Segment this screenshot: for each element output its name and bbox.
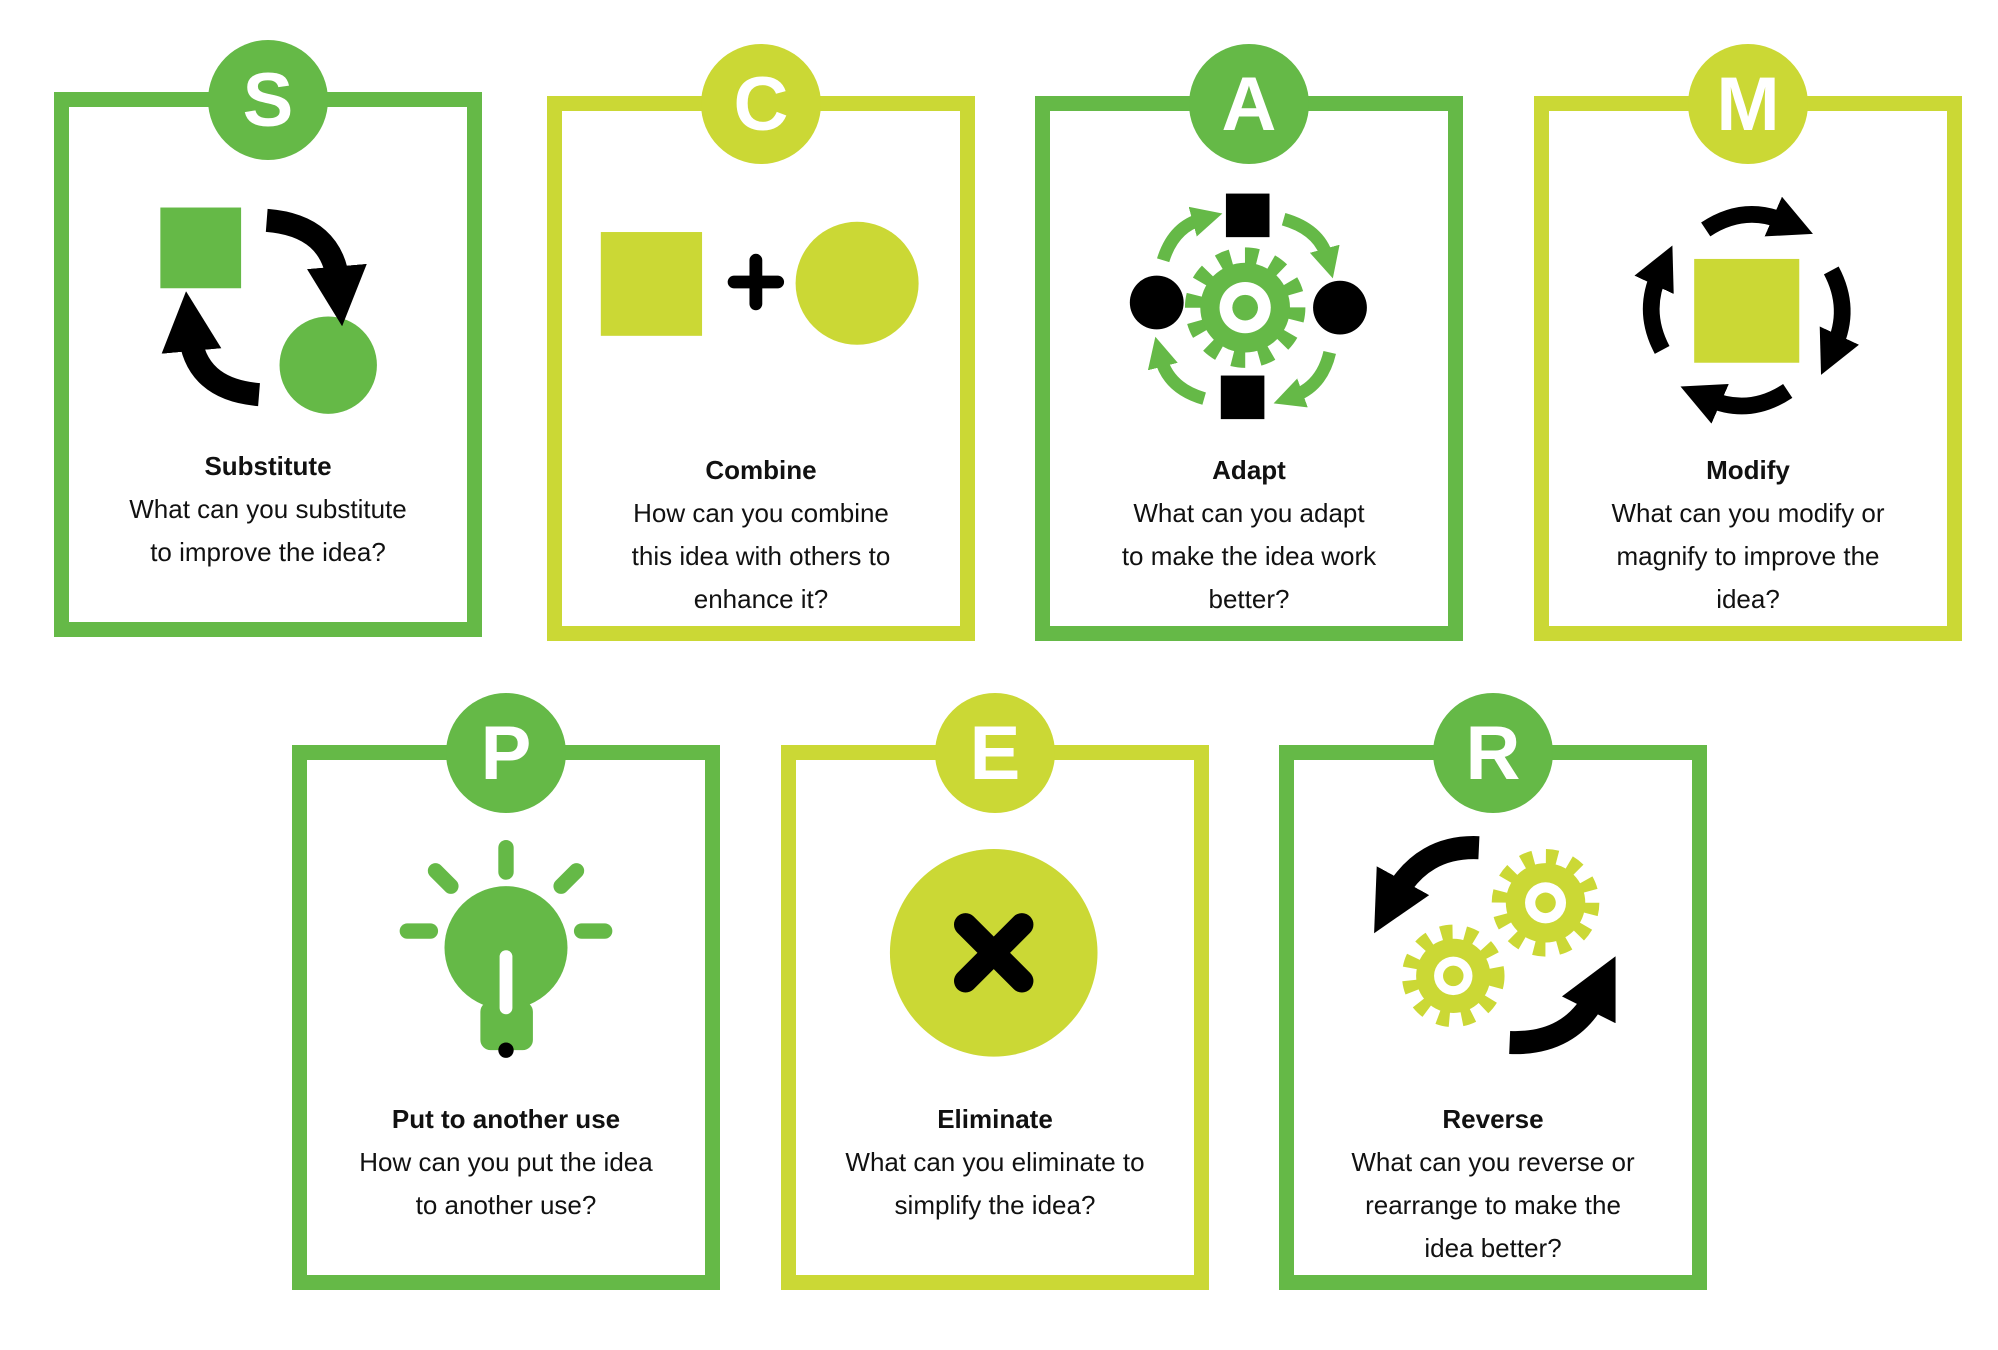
letter-badge: P	[446, 693, 566, 813]
card-modify: M Modify What can you modify or magnify …	[1534, 44, 1962, 641]
card-description: enhance it?	[693, 584, 829, 614]
square-plus-circle-icon	[600, 221, 919, 345]
card-eliminate: E Eliminate What can you eliminate to si…	[781, 693, 1209, 1290]
card-adapt: A Adapt What can you adapt to make the i…	[1035, 44, 1463, 641]
x-circle-icon	[889, 848, 1098, 1057]
card-description: What can you eliminate to	[845, 1147, 1145, 1177]
reverse-gears-icon	[1374, 836, 1616, 1055]
card-description: What can you modify or	[1611, 498, 1885, 528]
card-description: idea better?	[1424, 1233, 1562, 1263]
card-put-to-another-use: P Put to another use How can you put the…	[292, 693, 720, 1290]
card-description: to another use?	[415, 1190, 597, 1220]
letter-badge: S	[208, 40, 328, 160]
lightbulb-icon	[399, 840, 613, 1058]
letter-badge: A	[1189, 44, 1309, 164]
card-title: Adapt	[1212, 455, 1286, 485]
shape-swap-icon	[160, 207, 377, 414]
card-description: How can you combine	[633, 498, 889, 528]
card-description: idea?	[1716, 584, 1780, 614]
card-description: simplify the idea?	[894, 1190, 1096, 1220]
letter-badge: M	[1688, 44, 1808, 164]
card-description: What can you substitute	[129, 494, 407, 524]
gear-cycle-icon	[1129, 193, 1367, 420]
letter-badge: R	[1433, 693, 1553, 813]
card-description: this idea with others to	[631, 541, 891, 571]
card-description: rearrange to make the	[1365, 1190, 1621, 1220]
card-substitute: S Substitute What can you substitute to …	[54, 40, 482, 637]
card-title: Reverse	[1442, 1104, 1544, 1134]
card-description: magnify to improve the	[1616, 541, 1880, 571]
card-description: What can you adapt	[1133, 498, 1365, 528]
card-description: better?	[1208, 584, 1290, 614]
card-description: to improve the idea?	[150, 537, 386, 567]
card-title: Substitute	[204, 451, 332, 481]
card-title: Eliminate	[937, 1104, 1053, 1134]
square-rotate-icon	[1634, 196, 1859, 424]
card-reverse: R Reverse What can you reverse or rearra…	[1279, 693, 1707, 1290]
card-description: to make the idea work	[1121, 541, 1377, 571]
card-title: Modify	[1706, 455, 1790, 485]
letter-badge: E	[935, 693, 1055, 813]
card-description: How can you put the idea	[359, 1147, 653, 1177]
card-title: Put to another use	[391, 1104, 621, 1134]
card-description: What can you reverse or	[1351, 1147, 1635, 1177]
letter-badge: C	[701, 44, 821, 164]
card-title: Combine	[705, 455, 817, 485]
card-combine: C Combine How can you combine this idea …	[547, 44, 975, 641]
